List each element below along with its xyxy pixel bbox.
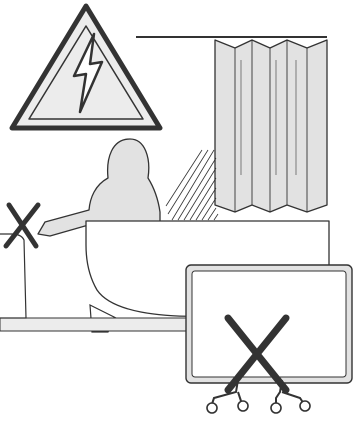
heat-shadow-hatching [166, 150, 218, 220]
curtain [215, 40, 327, 212]
high-voltage-warning-icon [12, 6, 160, 128]
floor [0, 318, 192, 331]
